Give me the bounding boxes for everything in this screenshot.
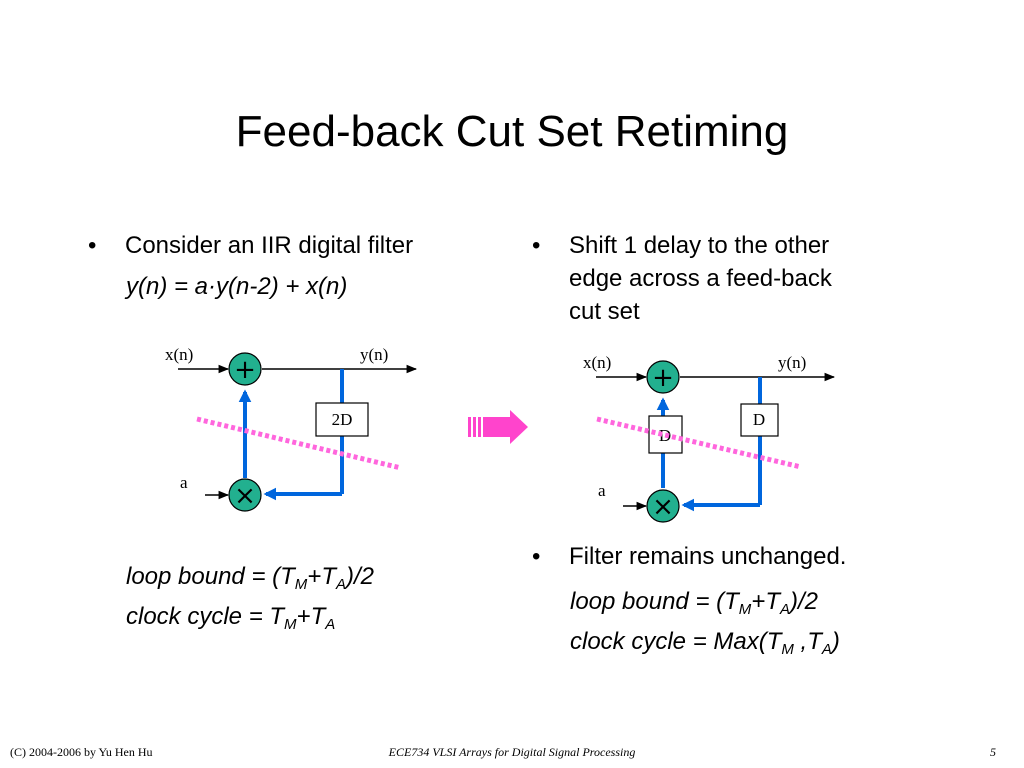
left-equation: y(n) = a·y(n-2) + x(n) <box>126 273 348 300</box>
left-bullet: • Consider an IIR digital filter <box>88 229 508 263</box>
left-coef-label: a <box>180 473 188 492</box>
left-filter-diagram: x(n) y(n) a 2D + × <box>165 345 418 512</box>
right-bullet-text: Shift 1 delay to the other edge across a… <box>569 232 832 325</box>
left-multiplier-node <box>228 478 262 512</box>
right-multiplier-node <box>646 489 680 523</box>
right-bullet-2-text: Filter remains unchanged. <box>569 543 847 570</box>
left-input-label: x(n) <box>165 345 193 364</box>
right-clock-cycle: clock cycle = Max(TM ,TA) <box>570 628 840 658</box>
left-output-label: y(n) <box>360 345 388 364</box>
left-delay-label: 2D <box>332 410 353 429</box>
bullet-marker: • <box>88 232 97 259</box>
footer-course: ECE734 VLSI Arrays for Digital Signal Pr… <box>388 745 636 759</box>
right-adder-node <box>646 360 680 394</box>
footer-copyright: (C) 2004-2006 by Yu Hen Hu <box>10 745 153 759</box>
slide-title: Feed-back Cut Set Retiming <box>235 107 789 156</box>
left-adder-symbol: + <box>234 355 256 385</box>
right-loop-bound: loop bound = (TM+TA)/2 <box>570 588 819 618</box>
left-cutset-line <box>196 416 402 471</box>
transform-arrow-icon <box>468 410 528 444</box>
right-adder-symbol: + <box>652 363 674 393</box>
left-clock-cycle: clock cycle = TM+TA <box>126 603 336 633</box>
right-bullet: • Shift 1 delay to the other edge across… <box>532 229 932 329</box>
right-filter-diagram: x(n) y(n) a D D + × <box>583 353 836 523</box>
right-delay-box-output <box>740 403 779 437</box>
right-output-label: y(n) <box>778 353 806 372</box>
right-multiplier-symbol: × <box>652 492 674 522</box>
left-delay-box <box>315 402 369 437</box>
bullet-marker: • <box>532 543 541 570</box>
right-delay-output-label: D <box>753 410 765 429</box>
right-delay-feedback-label: D <box>659 426 671 445</box>
left-bullet-text: Consider an IIR digital filter <box>125 232 414 259</box>
right-bullet-2: • Filter remains unchanged. <box>532 540 952 574</box>
left-loop-bound: loop bound = (TM+TA)/2 <box>126 563 375 593</box>
bullet-marker: • <box>532 232 541 259</box>
right-coef-label: a <box>598 481 606 500</box>
right-input-label: x(n) <box>583 353 611 372</box>
left-multiplier-symbol: × <box>234 481 256 511</box>
footer-page-number: 5 <box>990 745 996 759</box>
left-adder-node <box>228 352 262 386</box>
